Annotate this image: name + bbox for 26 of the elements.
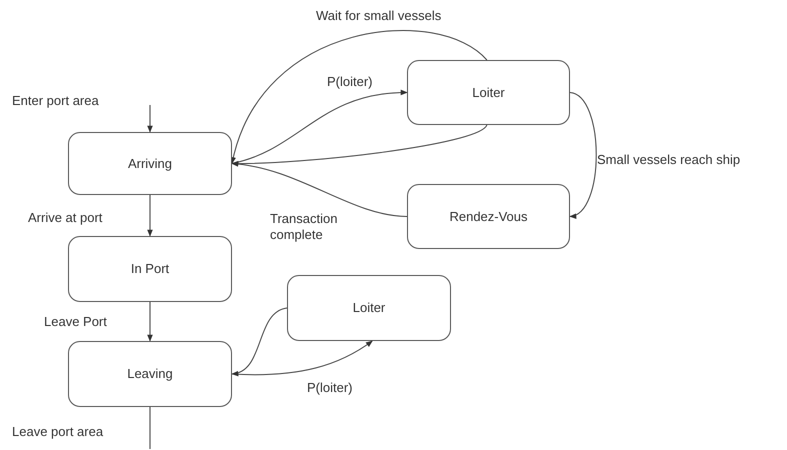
edge-label: Enter port area [12, 93, 99, 109]
edge-label: Small vessels reach ship [597, 152, 740, 168]
edge-label: Leave port area [12, 424, 104, 440]
edge-label: Arrive at port [28, 210, 102, 226]
state-box [407, 184, 570, 249]
state-name: Rendez-Vous [449, 208, 528, 226]
state-box [407, 60, 570, 125]
arrow [147, 104, 153, 133]
arrow [231, 308, 288, 376]
arrow [147, 194, 153, 237]
state-name: Loiter [472, 84, 505, 102]
edge-label: P(loiter) [327, 74, 373, 90]
state-name: In Port [130, 260, 170, 278]
state-box [68, 341, 232, 407]
arrow [569, 92, 597, 218]
state-name: Arriving [128, 154, 172, 173]
state-name: Leaving [127, 365, 173, 384]
arrow [232, 90, 408, 164]
state-box [68, 132, 232, 195]
arrow [231, 161, 408, 217]
state-box [287, 275, 451, 341]
arrow [147, 302, 153, 342]
state-box [68, 236, 232, 302]
arrow [231, 30, 488, 164]
edge-label: P(loiter) [307, 380, 353, 396]
state-name: Loiter [352, 299, 386, 318]
